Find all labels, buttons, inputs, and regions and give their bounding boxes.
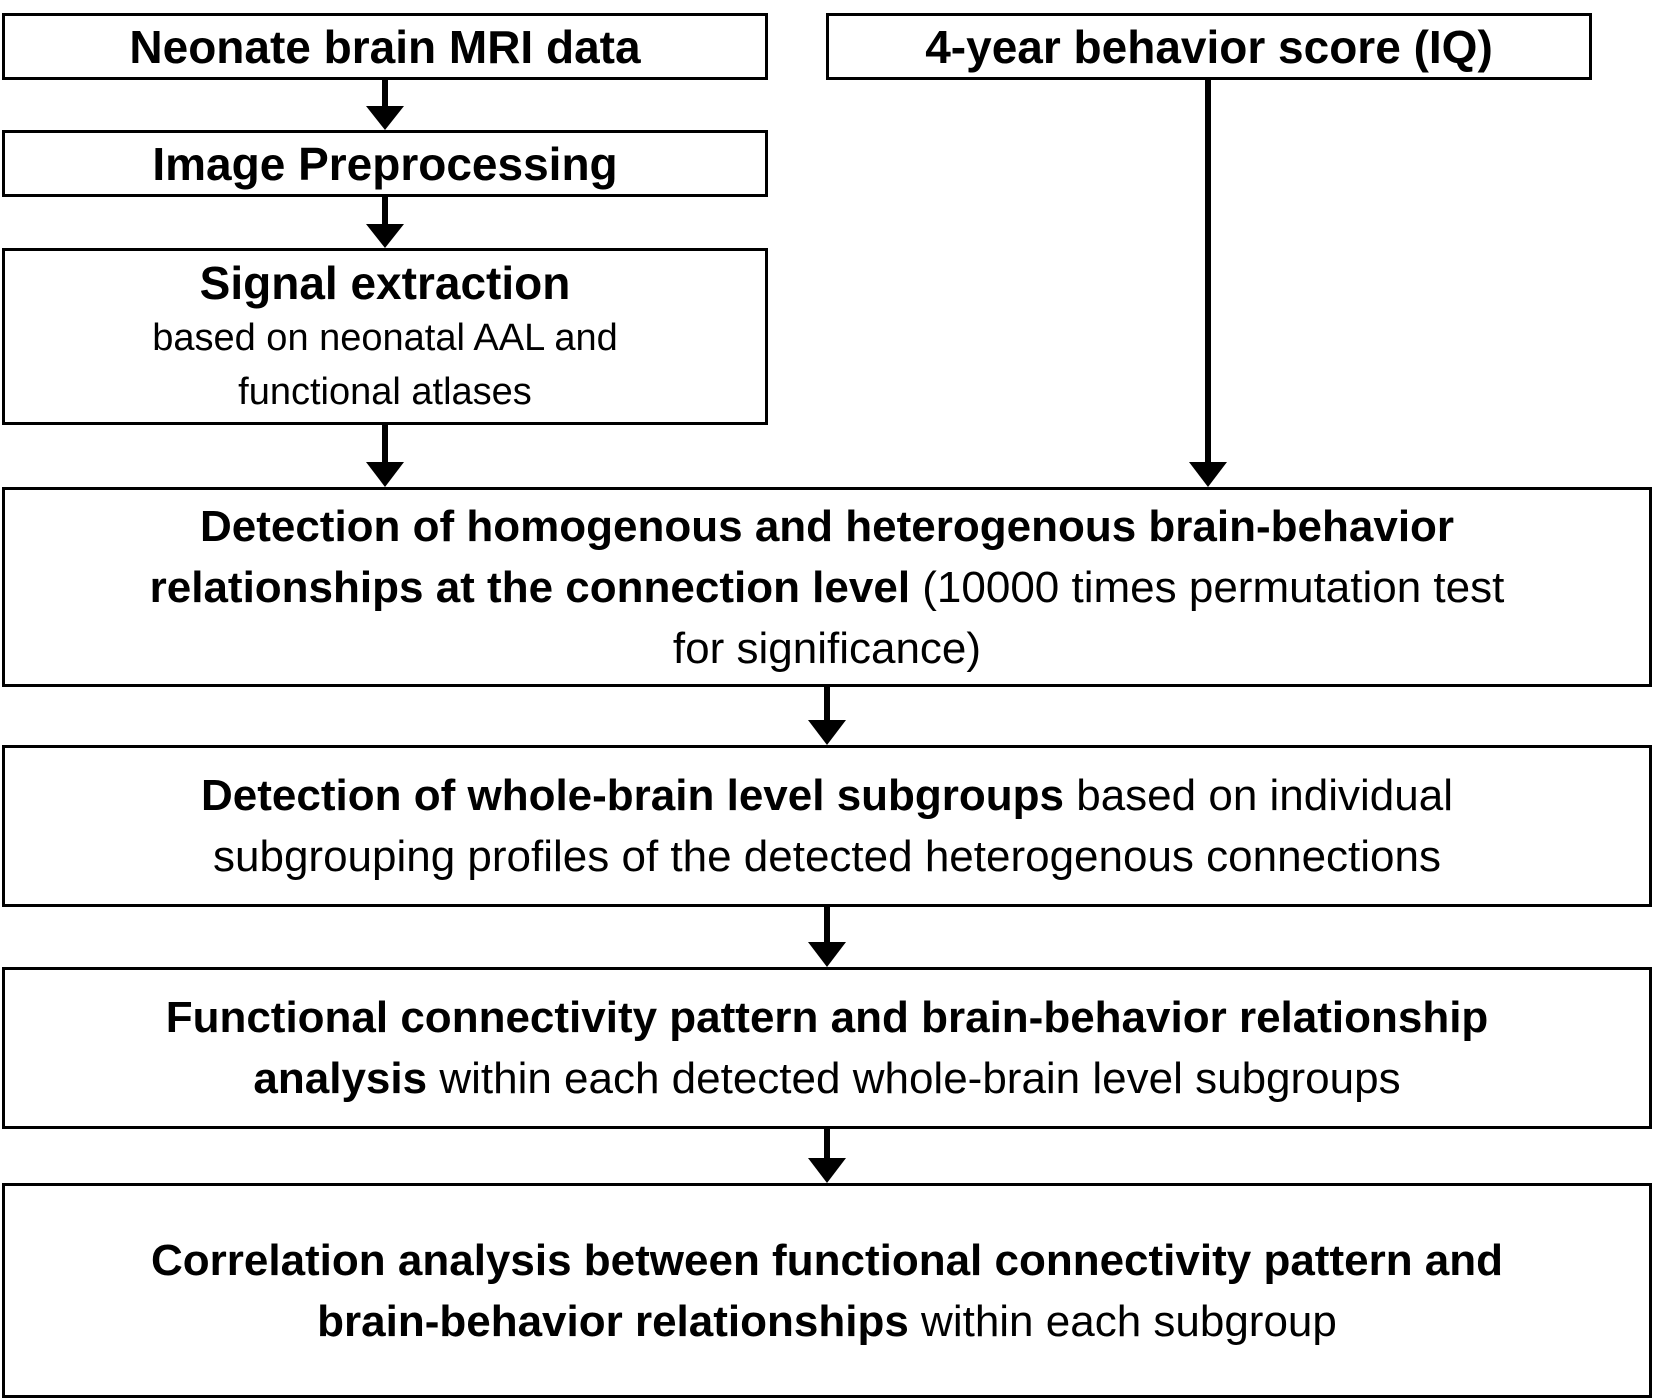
detection-line2-normal: (10000 times permutation test [910, 562, 1505, 612]
arrowhead-preprocessing-to-signal [366, 224, 404, 248]
behavior-score-label: 4-year behavior score (IQ) [925, 20, 1493, 73]
arrowhead-mri-to-preprocessing [366, 106, 404, 130]
fc-analysis-line2-normal: within each detected whole-brain level s… [427, 1054, 1401, 1103]
detection-line1: Detection of homogenous and heterogenous… [199, 501, 1455, 551]
fc-analysis-box: Functional connectivity pattern and brai… [2, 967, 1652, 1129]
subgroups-line1-normal: based on individual [1064, 771, 1453, 820]
signal-extraction-desc-line1: based on neonatal AAL and [152, 316, 618, 359]
preprocessing-label: Image Preprocessing [152, 137, 618, 190]
correlation-line2: brain-behavior relationships within each… [317, 1291, 1337, 1352]
correlation-analysis-box: Correlation analysis between functional … [2, 1183, 1652, 1398]
subgroups-line2: subgrouping profiles of the detected het… [213, 832, 1441, 881]
signal-extraction-box: Signal extraction based on neonatal AAL … [2, 248, 768, 425]
fc-analysis-line2: analysis within each detected whole-brai… [253, 1048, 1400, 1109]
signal-extraction-desc-line2: functional atlases [238, 370, 532, 413]
arrowhead-subgroups-to-fc [808, 942, 846, 967]
detection-line2: relationships at the connection level (1… [150, 557, 1505, 618]
fc-analysis-line1: Functional connectivity pattern and brai… [165, 993, 1489, 1042]
subgroups-line1-bold: Detection of whole-brain level subgroups [201, 771, 1065, 820]
arrowhead-fc-to-correlation [808, 1158, 846, 1183]
correlation-line2-bold: brain-behavior relationships [317, 1296, 909, 1346]
correlation-line2-normal: within each subgroup [908, 1296, 1337, 1346]
correlation-line1: Correlation analysis between functional … [150, 1235, 1504, 1285]
arrowhead-signal-to-detection [366, 462, 404, 487]
detection-line3: for significance) [672, 623, 982, 673]
mri-data-label: Neonate brain MRI data [129, 20, 641, 73]
arrowhead-iq-to-detection [1189, 462, 1227, 487]
connection-level-detection-box: Detection of homogenous and heterogenous… [2, 487, 1652, 687]
signal-extraction-title: Signal extraction [199, 256, 571, 309]
subgroups-line1: Detection of whole-brain level subgroups… [201, 765, 1453, 826]
mri-data-box: Neonate brain MRI data [2, 13, 768, 80]
behavior-score-box: 4-year behavior score (IQ) [826, 13, 1592, 80]
fc-analysis-line2-bold: analysis [253, 1054, 428, 1103]
detection-line2-bold: relationships at the connection level [149, 562, 911, 612]
preprocessing-box: Image Preprocessing [2, 130, 768, 197]
arrowhead-detection-to-subgroups [808, 720, 846, 745]
whole-brain-subgroups-box: Detection of whole-brain level subgroups… [2, 745, 1652, 907]
